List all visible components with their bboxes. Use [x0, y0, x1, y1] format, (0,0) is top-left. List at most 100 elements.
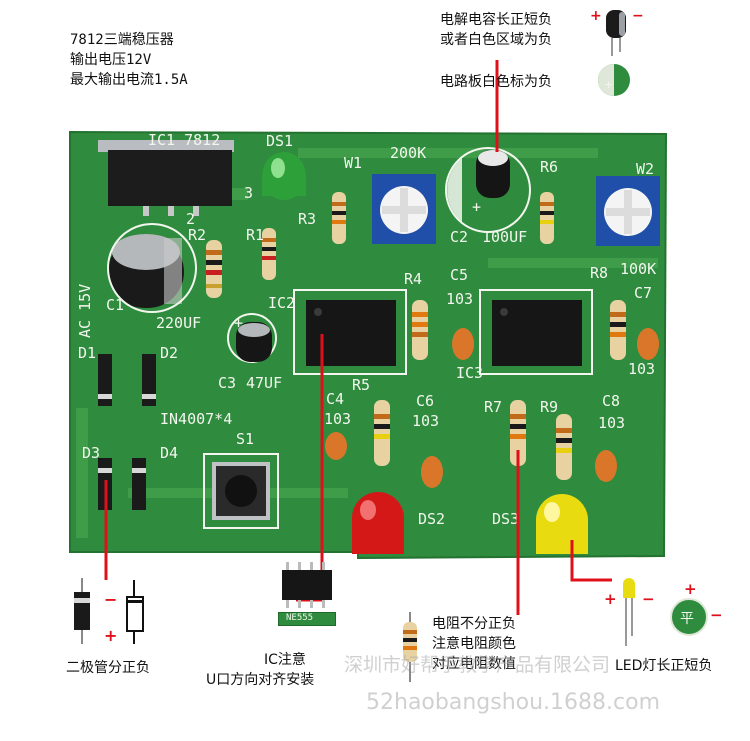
capacitor-c4: [325, 432, 347, 460]
label-d2: D2: [160, 344, 178, 362]
label-c2-value: 100UF: [482, 228, 527, 246]
diode-d4: [132, 458, 146, 510]
ic-note: IC注意 U口方向对齐安装: [206, 650, 314, 690]
label-r3: R3: [298, 210, 316, 228]
label-c7-value: 103: [628, 360, 655, 378]
label-c1: C1: [106, 296, 124, 314]
resistor-r3: [332, 192, 346, 244]
label-r5: R5: [352, 376, 370, 394]
label-r1: R1: [246, 226, 264, 244]
label-ic3: IC3: [456, 364, 483, 382]
diode-d2: [142, 354, 156, 406]
label-c5-value: 103: [446, 290, 473, 308]
regulator-7812: [98, 140, 234, 216]
capacitor-c6: [421, 456, 443, 488]
label-c3-value: 47UF: [246, 374, 282, 392]
led-ds3-yellow: [536, 494, 588, 554]
capacitor-c2: [476, 150, 510, 198]
label-d1: D1: [78, 344, 96, 362]
resistor-r4: [412, 300, 428, 360]
diode-photo: [66, 578, 102, 644]
label-c8-value: 103: [598, 414, 625, 432]
regulator-note-line-1: 7812三端稳压器: [70, 32, 174, 48]
label-c7: C7: [634, 284, 652, 302]
electrolytic-note: 电解电容长正短负 或者白色区域为负: [440, 10, 552, 50]
regulator-note-line-3: 最大输出电流1.5A: [70, 72, 188, 88]
label-ic1: IC1 7812: [148, 131, 220, 149]
label-c4: C4: [326, 390, 344, 408]
led-footprint-icon: 平: [670, 598, 708, 636]
resistor-r9: [556, 414, 572, 480]
capacitor-c5: [452, 328, 474, 360]
label-d4: D4: [160, 444, 178, 462]
pcb-polarity-icon: +: [598, 64, 630, 96]
label-s1: S1: [236, 430, 254, 448]
label-w2-value: 100K: [620, 260, 656, 278]
label-r6: R6: [540, 158, 558, 176]
led-circle-minus-sign: −: [710, 606, 723, 624]
label-r7: R7: [484, 398, 502, 416]
label-r8: R8: [590, 264, 608, 282]
label-r9: R9: [540, 398, 558, 416]
led-footprint-text: 平: [680, 611, 694, 627]
label-w1: W1: [344, 154, 362, 172]
diode-minus-sign: −: [104, 590, 118, 609]
label-c2: C2: [450, 228, 468, 246]
potentiometer-w1: [372, 174, 436, 244]
resistor-note-line-3: 对应电阻数值: [432, 656, 516, 672]
switch-s1: [203, 453, 279, 529]
electrolytic-note-line-1: 电解电容长正短负: [440, 12, 552, 28]
capacitor-c8: [595, 450, 617, 482]
led-minus-sign: −: [642, 590, 655, 608]
resistor-r1: [262, 228, 276, 280]
led-ds1-green: [262, 152, 306, 200]
plus-sign: +: [590, 8, 602, 24]
label-plus-c2: +: [472, 198, 481, 216]
resistor-icon: [402, 612, 418, 682]
resistor-r6: [540, 192, 554, 244]
ic3-chip: [492, 300, 582, 366]
regulator-note: 7812三端稳压器 输出电压12V 最大输出电流1.5A: [70, 30, 188, 90]
capacitor-c3: [236, 322, 272, 362]
resistor-note-line-2: 注意电阻颜色: [432, 636, 516, 652]
label-c1-value: 220UF: [156, 314, 201, 332]
label-c6-value: 103: [412, 412, 439, 430]
electrolytic-capacitor-icon: + −: [590, 8, 650, 58]
diode-plus-sign: +: [104, 626, 118, 645]
label-c4-value: 103: [324, 410, 351, 428]
label-ac: AC 15V: [76, 284, 94, 338]
pcb-white-note: 电路板白色标为负: [440, 74, 552, 90]
led-icon: [620, 578, 638, 648]
label-r2: R2: [188, 226, 206, 244]
watermark-url: 52haobangshou.1688.com: [366, 690, 661, 715]
diode-d1: [98, 354, 112, 406]
resistor-r5: [374, 400, 390, 466]
capacitor-c7: [637, 328, 659, 360]
led-ds2-red: [352, 492, 404, 554]
label-c8: C8: [602, 392, 620, 410]
label-num-2: 2: [186, 210, 195, 228]
ic-note-line-2: U口方向对齐安装: [206, 672, 315, 688]
regulator-note-line-2: 输出电压12V: [70, 52, 152, 68]
label-ds3: DS3: [492, 510, 519, 528]
led-plus-sign: +: [604, 590, 617, 608]
capacitor-c1: [108, 234, 184, 308]
label-diode-part: IN4007*4: [160, 410, 232, 428]
label-w2: W2: [636, 160, 654, 178]
minus-sign: −: [632, 8, 644, 24]
label-ds2: DS2: [418, 510, 445, 528]
resistor-note: 电阻不分正负 注意电阻颜色 对应电阻数值: [432, 614, 516, 674]
label-r4: R4: [404, 270, 422, 288]
label-ds1: DS1: [266, 132, 293, 150]
label-plus-c3: +: [234, 314, 243, 332]
electrolytic-note-line-2: 或者白色区域为负: [440, 32, 552, 48]
resistor-r7: [510, 400, 526, 466]
label-w1-value: 200K: [390, 144, 426, 162]
resistor-ic3-side: [610, 300, 626, 360]
label-c5: C5: [450, 266, 468, 284]
plus-sign-pcb: +: [604, 78, 614, 91]
label-d3: D3: [82, 444, 100, 462]
label-c6: C6: [416, 392, 434, 410]
label-ic2: IC2: [268, 294, 295, 312]
